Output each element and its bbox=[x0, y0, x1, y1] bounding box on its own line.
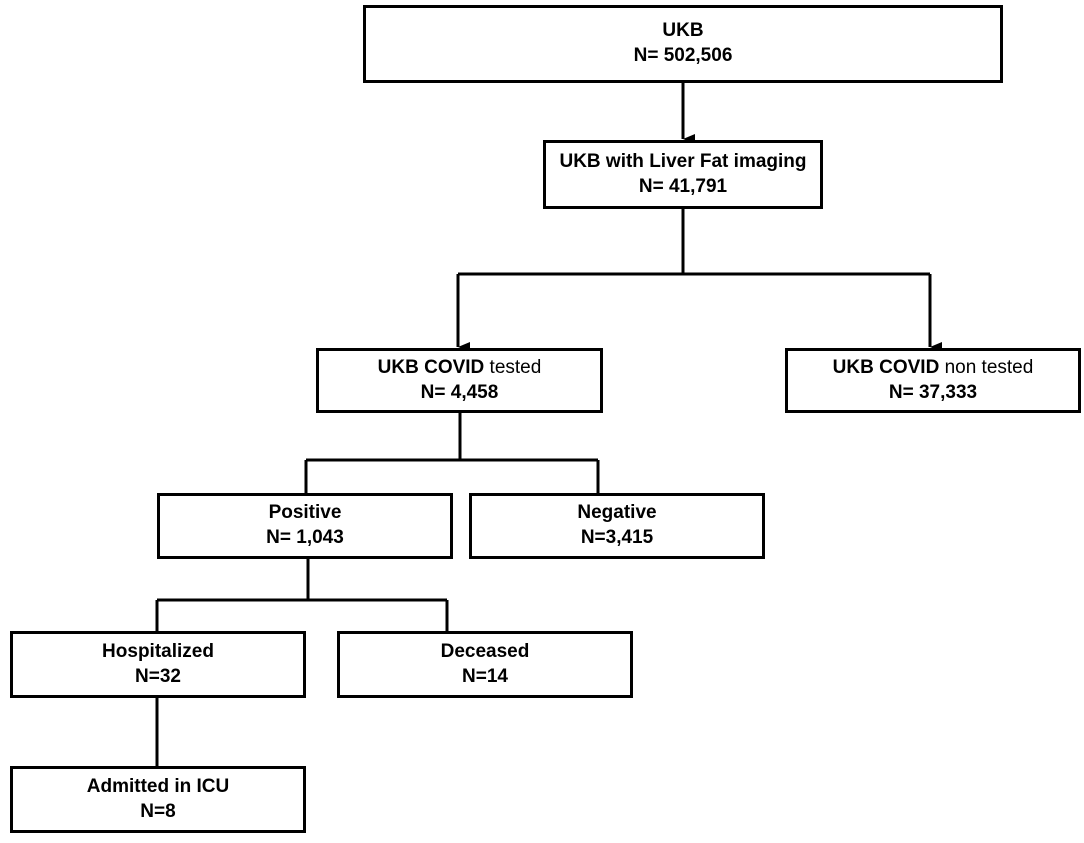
node-positive-count: N= 1,043 bbox=[266, 527, 344, 548]
node-deceased-count: N=14 bbox=[462, 665, 508, 687]
node-liver-fat-imaging-count: N= 41,791 bbox=[638, 175, 728, 197]
node-ukb-label: UKB bbox=[662, 20, 704, 42]
node-negative: Negative N=3,415 bbox=[469, 493, 765, 559]
node-positive: Positive N= 1,043 bbox=[157, 493, 453, 559]
node-admitted-in-icu-label: Admitted in ICU bbox=[86, 775, 230, 797]
node-admitted-in-icu: Admitted in ICU N=8 bbox=[10, 766, 306, 833]
node-negative-count: N=3,415 bbox=[580, 527, 654, 548]
node-liver-fat-imaging: UKB with Liver Fat imaging N= 41,791 bbox=[543, 140, 823, 209]
node-deceased: Deceased N=14 bbox=[337, 631, 633, 698]
node-covid-tested-count: N= 4,458 bbox=[420, 381, 499, 403]
node-covid-tested-label-normal: tested bbox=[484, 356, 542, 378]
node-covid-non-tested-label-normal: non tested bbox=[939, 356, 1034, 378]
node-negative-label: Negative bbox=[577, 502, 657, 524]
node-covid-tested-label-bold: UKB COVID bbox=[377, 356, 485, 378]
node-hospitalized-count: N=32 bbox=[135, 665, 181, 687]
node-covid-non-tested: UKB COVID non tested N= 37,333 bbox=[785, 348, 1081, 413]
node-ukb: UKB N= 502,506 bbox=[363, 5, 1003, 83]
node-admitted-in-icu-count: N=8 bbox=[140, 800, 176, 822]
node-covid-tested: UKB COVID tested N= 4,458 bbox=[316, 348, 603, 413]
node-hospitalized-label: Hospitalized bbox=[102, 640, 214, 662]
node-deceased-label: Deceased bbox=[440, 640, 530, 662]
node-hospitalized: Hospitalized N=32 bbox=[10, 631, 306, 698]
node-ukb-count: N= 502,506 bbox=[633, 45, 733, 66]
node-covid-non-tested-label-bold: UKB COVID bbox=[832, 356, 940, 378]
node-liver-fat-imaging-label: UKB with Liver Fat imaging bbox=[559, 150, 807, 172]
node-covid-non-tested-count: N= 37,333 bbox=[888, 381, 978, 403]
node-positive-label: Positive bbox=[268, 502, 342, 524]
